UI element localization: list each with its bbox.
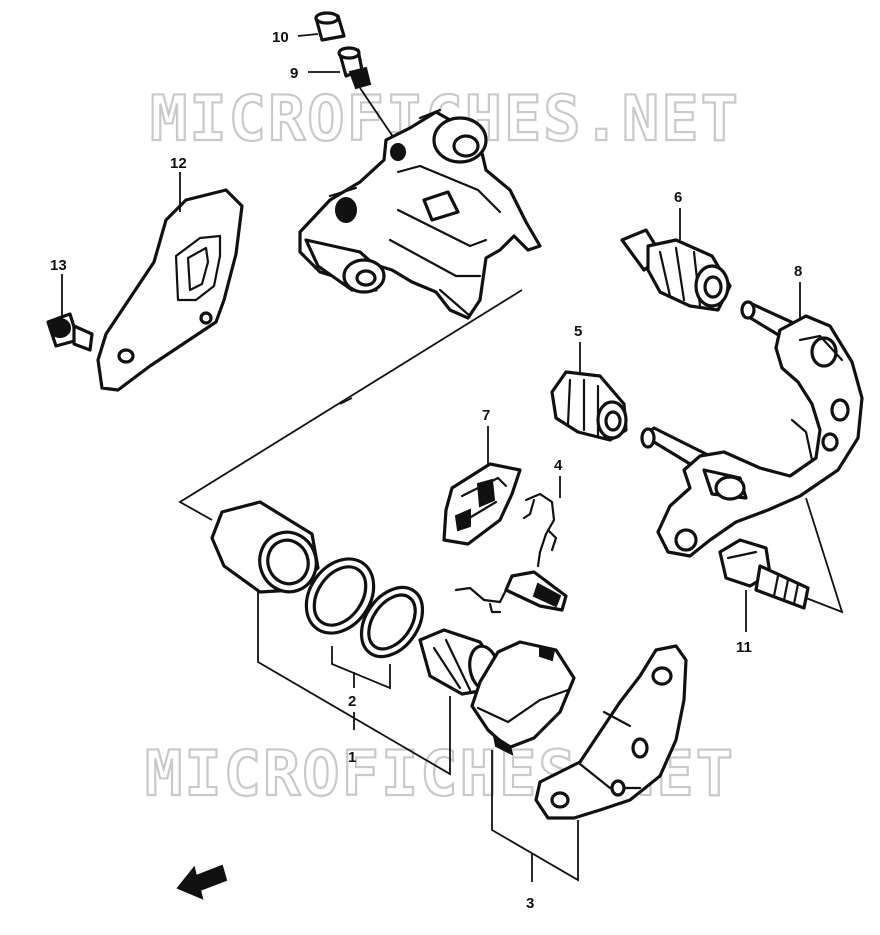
part-1-piston (210, 500, 320, 594)
callout-2: 2 (348, 693, 356, 710)
callout-6: 6 (674, 189, 682, 206)
part-3-brake-pads (470, 640, 688, 820)
assembly-guide-tick (339, 397, 353, 405)
part-9-bleeder-screw (308, 46, 403, 151)
part-4-retainer-spring (454, 476, 568, 614)
part-2-seals (304, 557, 425, 659)
callout-13: 13 (50, 257, 67, 274)
callout-9: 9 (290, 65, 298, 82)
part-12-bracket-plate (96, 172, 244, 392)
callout-7: 7 (482, 407, 490, 424)
callout-11: 11 (736, 639, 752, 656)
part-13-bolt (46, 274, 94, 352)
part-6-boot (620, 208, 732, 312)
callout-4: 4 (554, 457, 563, 474)
callout-10: 10 (272, 29, 289, 46)
part-5-boot (550, 342, 628, 442)
part-10-bleeder-cap (297, 11, 346, 42)
caliper-body (298, 108, 542, 320)
callout-8: 8 (794, 263, 802, 280)
part-11-bolt (718, 497, 844, 632)
assembly-guide-line (178, 289, 523, 521)
bracket-guide-line (805, 497, 844, 614)
callout-1: 1 (348, 749, 356, 766)
leader-lines (257, 592, 579, 882)
callout-12: 12 (170, 155, 187, 172)
part-8-caliper-bracket (640, 282, 864, 558)
front-direction-arrow-icon (176, 864, 228, 900)
callout-5: 5 (574, 323, 582, 340)
part-7-pad-spring (442, 426, 522, 546)
callout-3: 3 (526, 895, 534, 912)
